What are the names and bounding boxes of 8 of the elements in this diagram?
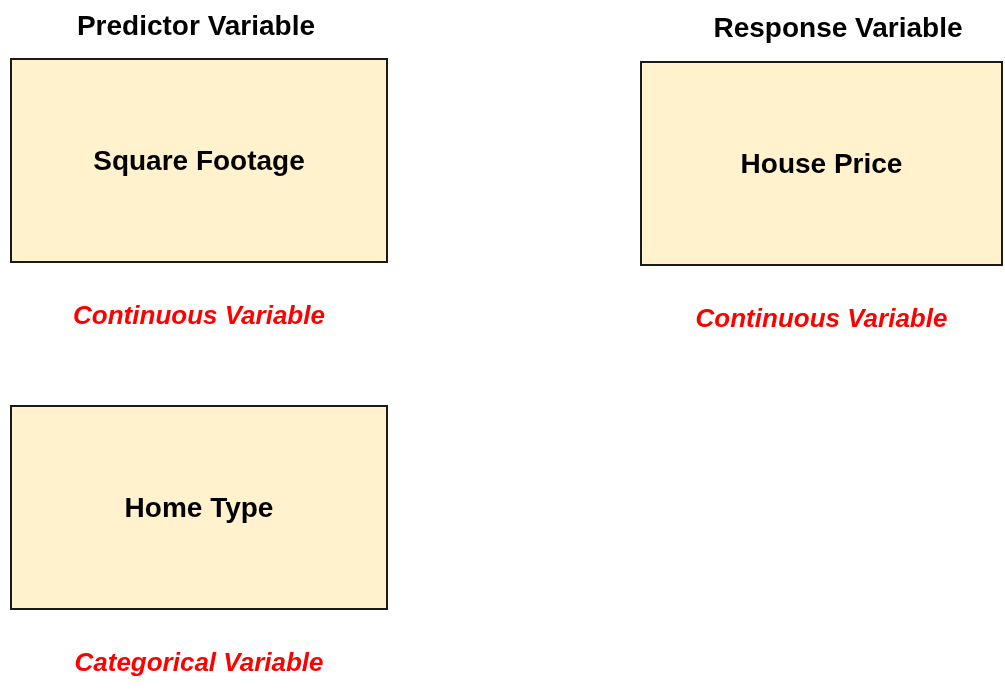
variable-type-note: Continuous Variable xyxy=(72,299,326,331)
variable-type-note: Categorical Variable xyxy=(73,646,325,678)
variable-name: Square Footage xyxy=(93,144,305,177)
column-heading: Response Variable xyxy=(713,12,963,44)
variable-name: House Price xyxy=(740,147,903,180)
column-heading: Predictor Variable xyxy=(76,10,316,42)
variable-type-note: Continuous Variable xyxy=(694,302,949,334)
variable-name: Home Type xyxy=(124,491,274,524)
